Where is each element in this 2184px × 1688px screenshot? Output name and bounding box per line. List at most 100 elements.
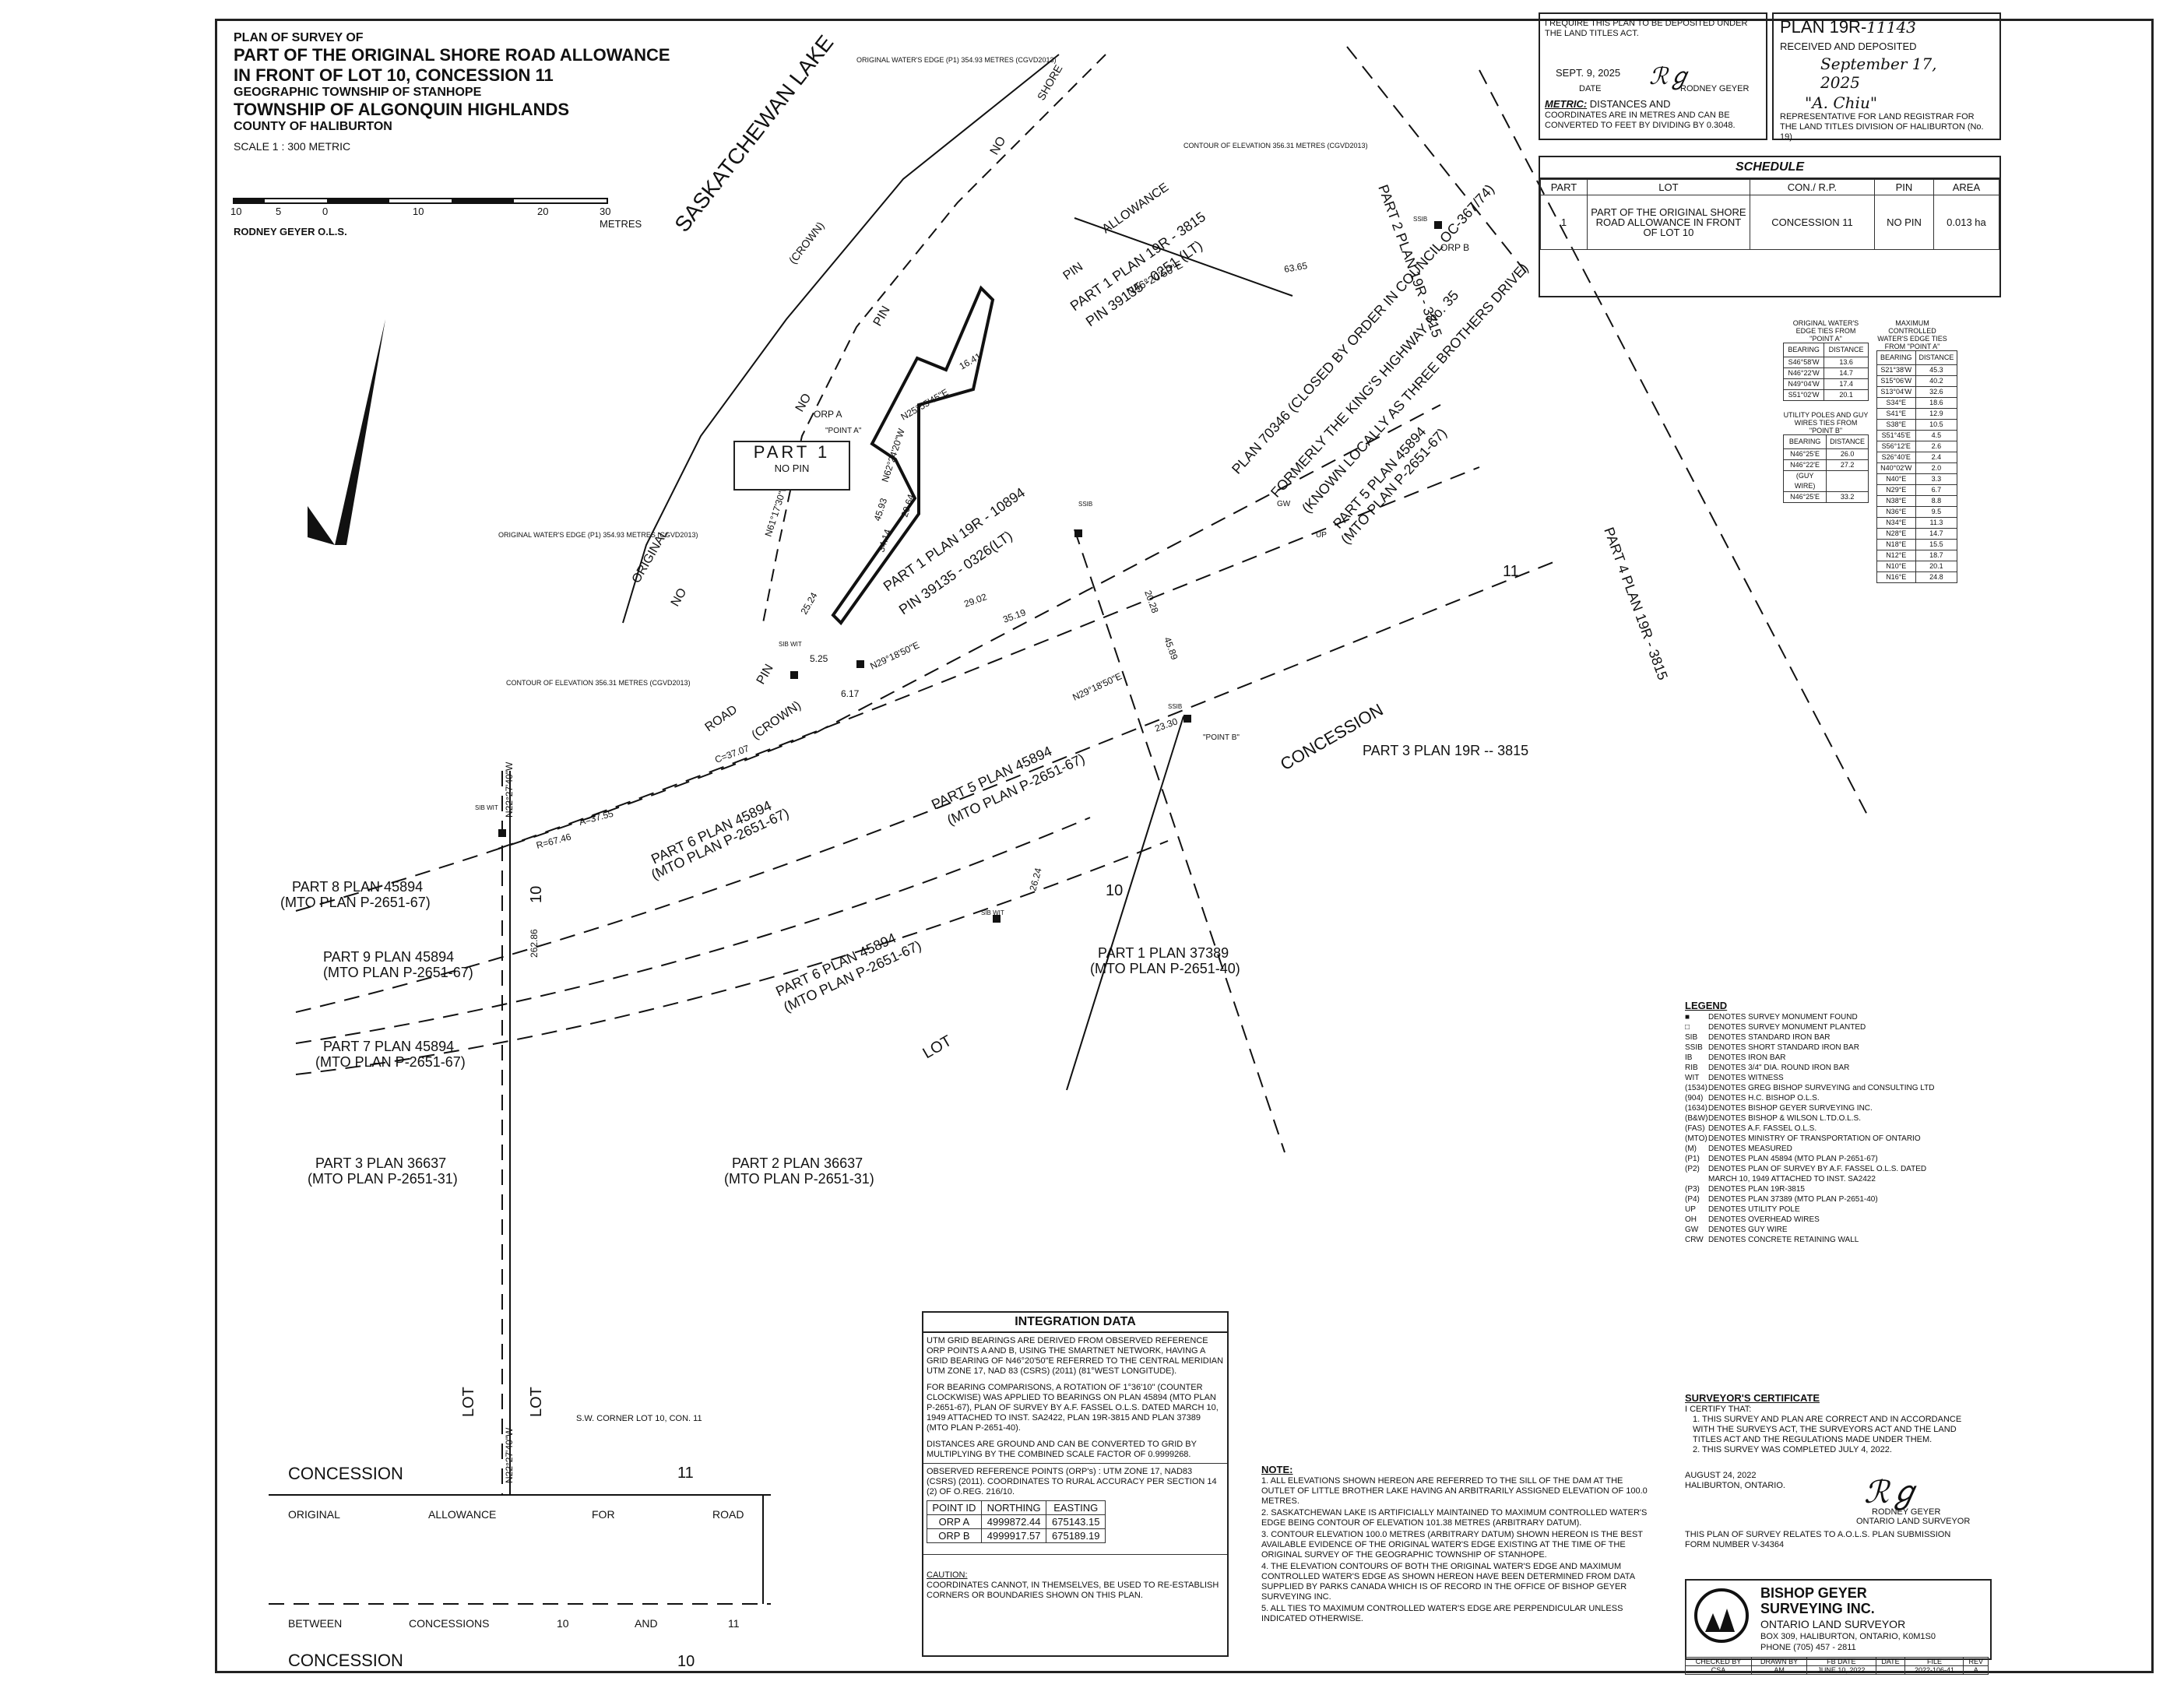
map-label: ROAD (712, 1508, 744, 1521)
title-line-5: TOWNSHIP OF ALGONQUIN HIGHLANDS (234, 100, 570, 119)
title-line-6: COUNTY OF HALIBURTON (234, 120, 392, 133)
note-item: 3. CONTOUR ELEVATION 100.0 METRES (ARBIT… (1261, 1530, 1643, 1560)
legend-symbol: WIT (1685, 1074, 1700, 1082)
scale-tick: 10 (230, 206, 242, 217)
legend-text: DENOTES SHORT STANDARD IRON BAR (1708, 1043, 1859, 1052)
legend-symbol: (P4) (1685, 1195, 1700, 1204)
title-line-1: PLAN OF SURVEY OF (234, 31, 364, 44)
certificate-place: HALIBURTON, ONTARIO. (1685, 1481, 1785, 1490)
max-cell: 12.9 (1915, 408, 1958, 420)
map-label: CONCESSION (1277, 700, 1387, 775)
footer-cell: CSA (1685, 1665, 1752, 1675)
schedule-header: AREA (1933, 179, 2000, 195)
legend-symbol: SSIB (1685, 1043, 1703, 1052)
max-cell: S26°40'E (1876, 452, 1916, 463)
legend-text: DENOTES 3/4" DIA. ROUND IRON BAR (1708, 1064, 1850, 1072)
shore-line-1 (622, 54, 1060, 624)
footer-cell: REV (1963, 1657, 1989, 1666)
deposit-name-label: RODNEY GEYER (1680, 84, 1750, 93)
water-cell: 13.6 (1824, 357, 1869, 368)
legend-symbol: (FAS) (1685, 1124, 1705, 1133)
footer-cell: A (1963, 1665, 1989, 1675)
part-line-e (1066, 716, 1184, 1091)
schedule-box: SCHEDULE PART LOT CON./ R.P. PIN AREA 1 … (1539, 156, 2001, 297)
legend-symbol: SIB (1685, 1033, 1698, 1042)
map-label: SSIB (1168, 703, 1182, 710)
map-label: CONTOUR OF ELEVATION 356.31 METRES (CGVD… (506, 679, 691, 687)
list-item: (904)DENOTES H.C. BISHOP O.L.S. (1685, 1093, 1950, 1103)
received-label: RECEIVED AND DEPOSITED (1780, 40, 1917, 52)
map-label: (MTO PLAN P-2651-67) (280, 895, 431, 910)
legend-symbol: (B&W) (1685, 1114, 1708, 1123)
list-item: (1534)DENOTES GREG BISHOP SURVEYING and … (1685, 1083, 1950, 1093)
legend-text: DENOTES GUY WIRE (1708, 1226, 1788, 1234)
max-cell: 6.7 (1915, 484, 1958, 496)
water-cell: 17.4 (1824, 378, 1869, 390)
legend-text: DENOTES SURVEY MONUMENT PLANTED (1708, 1023, 1866, 1032)
schedule-cell: PART OF THE ORIGINAL SHORE ROAD ALLOWANC… (1586, 195, 1750, 250)
hwy-line-3 (295, 560, 1558, 1013)
map-label: N29°18'50"E (1071, 670, 1124, 702)
orp-cell: ORP A (927, 1514, 982, 1529)
pole-ties-table: UTILITY POLES AND GUY WIRES TIES FROM "P… (1782, 411, 1869, 503)
integration-data-box: INTEGRATION DATA UTM GRID BEARINGS ARE D… (922, 1311, 1229, 1657)
schedule-header-row: PART LOT CON./ R.P. PIN AREA (1540, 179, 2000, 195)
plan-number: PLAN 19R- (1780, 17, 1867, 37)
max-ties-title: MAXIMUM CONTROLLED WATER'S EDGE TIES FRO… (1877, 319, 1947, 350)
map-label: PART 2 PLAN 36637 (732, 1155, 863, 1171)
part-1-label-box: PART 1 NO PIN (733, 441, 850, 491)
map-label: 20.64 (899, 493, 917, 519)
footer-cell: JUNE 10, 2022 (1806, 1665, 1876, 1675)
map-label: (MTO PLAN P-2651-67) (315, 1054, 466, 1070)
signature-icon: ℛℊ (1864, 1475, 1920, 1510)
scale-tick: 5 (276, 206, 282, 217)
schedule-header: PART (1540, 179, 1588, 195)
max-cell: 20.1 (1915, 561, 1958, 572)
legend-symbol: GW (1685, 1226, 1699, 1234)
map-label: 29.02 (962, 591, 988, 610)
pole-cell: (GUY WIRE) (1782, 470, 1827, 492)
legend-text: DENOTES MINISTRY OF TRANSPORTATION OF ON… (1708, 1134, 1921, 1143)
max-cell: N40°02'W (1876, 462, 1916, 474)
schedule-table: PART LOT CON./ R.P. PIN AREA 1 PART OF T… (1540, 179, 2000, 250)
schedule-title: SCHEDULE (1540, 157, 1999, 179)
map-label: N29°18'50"E (868, 639, 921, 671)
map-label: 262.86 (529, 929, 540, 958)
map-label: SSIB (1078, 501, 1092, 508)
north-arrow-icon (308, 319, 385, 545)
title-line-4: GEOGRAPHIC TOWNSHIP OF STANHOPE (234, 86, 482, 99)
schedule-cell: CONCESSION 11 (1749, 195, 1876, 250)
map-label: ROAD (703, 703, 740, 734)
note-item: 4. THE ELEVATION CONTOURS OF BOTH THE OR… (1261, 1562, 1635, 1602)
legend-text: DENOTES H.C. BISHOP O.L.S. (1708, 1094, 1820, 1102)
aols-note: THIS PLAN OF SURVEY RELATES TO A.O.L.S. … (1685, 1530, 1951, 1549)
map-label: CONTOUR OF ELEVATION 356.31 METRES (CGVD… (1183, 142, 1368, 149)
orp-header: EASTING (1046, 1500, 1106, 1515)
scale-text: SCALE 1 : 300 METRIC (234, 140, 351, 153)
map-label: N25°55'45"E (899, 386, 951, 422)
list-item: ■DENOTES SURVEY MONUMENT FOUND (1685, 1012, 1950, 1022)
orp-cell: 675143.15 (1046, 1514, 1106, 1529)
max-cell: N40°E (1876, 473, 1916, 485)
legend-text: DENOTES MEASURED (1708, 1145, 1792, 1153)
map-label: 26.24 (1027, 867, 1043, 892)
max-cell: S56°12'E (1876, 441, 1916, 452)
map-label: NO (793, 392, 814, 414)
schedule-cell: 0.013 ha (1933, 195, 2000, 250)
legend: LEGEND ■DENOTES SURVEY MONUMENT FOUND□DE… (1685, 1000, 1950, 1245)
pole-header: BEARING (1782, 434, 1827, 449)
plan-sheet (215, 19, 2154, 1673)
certificate-date: AUGUST 24, 2022 (1685, 1471, 1757, 1480)
scale-tick: 20 (537, 206, 549, 217)
